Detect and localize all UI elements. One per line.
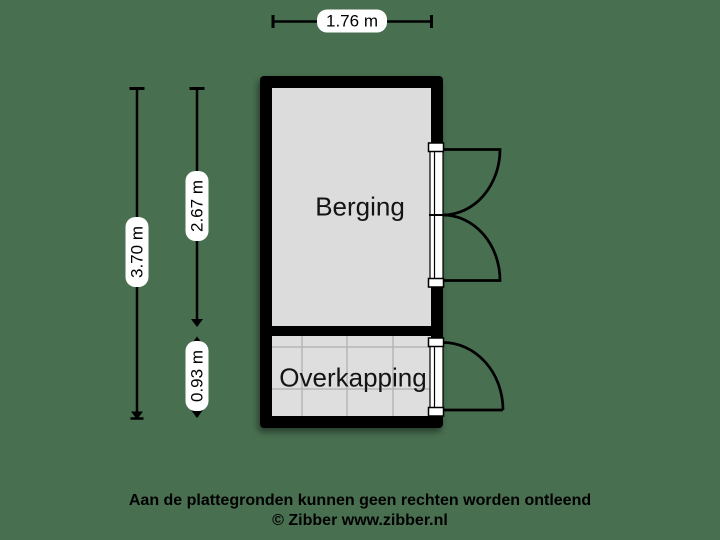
dimension-label-total-height: 3.70 m <box>125 217 149 287</box>
overkapping-tile-lines <box>272 336 431 416</box>
berging-door-swing-bottom <box>442 213 502 282</box>
berging-floor <box>272 88 431 326</box>
berging-door-opening <box>427 142 445 288</box>
footer-disclaimer: Aan de plattegronden kunnen geen rechten… <box>128 492 592 509</box>
overkapping-door-opening <box>427 337 445 417</box>
overkapping-door-swing <box>442 341 505 412</box>
footer-copyright: © Zibber www.zibber.nl <box>272 512 448 529</box>
dimension-label-width: 1.76 m <box>317 9 387 33</box>
overkapping-floor <box>272 336 431 416</box>
dimension-label-berging-height: 2.67 m <box>185 171 209 241</box>
berging-door-swing-top <box>442 148 502 217</box>
room-label-berging: Berging <box>315 191 405 222</box>
dimension-label-overkapping-height: 0.93 m <box>185 341 209 411</box>
room-label-overkapping: Overkapping <box>279 362 427 393</box>
